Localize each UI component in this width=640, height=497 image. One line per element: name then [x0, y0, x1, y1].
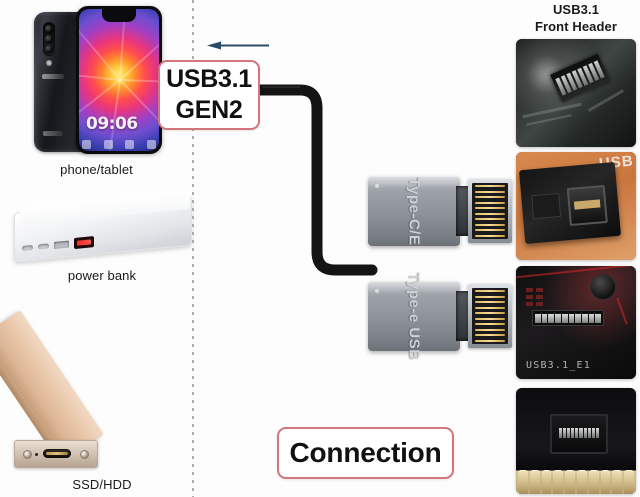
- camera-lens-icon: [45, 25, 53, 33]
- phone-front-view: 09:06: [76, 6, 162, 154]
- type-c-connector-image: Type-C/E: [368, 176, 518, 248]
- usb-c-port-icon: [22, 244, 33, 251]
- camera-lens-icon: [45, 45, 53, 53]
- power-bank-image: [14, 190, 194, 263]
- screw-icon: [80, 450, 89, 459]
- front-header-photo-2: USB: [516, 152, 636, 260]
- usb-c-port-icon: [38, 242, 49, 250]
- phone-tablet-image: 09:06: [14, 6, 179, 154]
- capacitor-icon: [590, 274, 616, 300]
- ssd-hdd-image: [0, 300, 194, 480]
- gold-pins: [472, 183, 508, 239]
- battery-led-display: [74, 235, 94, 249]
- motherboard-silkscreen-text: USB3.1_E1: [526, 360, 591, 371]
- status-led-icon: [35, 453, 38, 456]
- ssd-front-panel: [14, 440, 98, 468]
- chip-icon: [531, 192, 562, 220]
- internal-pin-row: [557, 426, 601, 440]
- usb-port-icon: [566, 184, 608, 227]
- phone-dock-icons: [76, 138, 162, 150]
- camera-lens-icon: [45, 35, 53, 43]
- dotted-vertical-divider: [192, 0, 194, 497]
- connector-brand-text-wrap: Type-e USB: [368, 272, 460, 360]
- usb-a-port-icon: [54, 240, 69, 249]
- type-e-connector-image: Type-e USB: [368, 272, 518, 360]
- right-title-line1: USB3.1: [552, 2, 600, 17]
- phone-tablet-label: phone/tablet: [60, 162, 133, 177]
- front-header-plug: [468, 284, 512, 348]
- right-title-line2: Front Header: [534, 19, 618, 34]
- gold-pin-row: [516, 470, 636, 494]
- usb-spec-line1: USB3.1: [166, 65, 252, 93]
- usb-spec-line2: GEN2: [175, 96, 243, 124]
- connection-caption-badge: Connection: [277, 427, 454, 479]
- power-bank-label: power bank: [67, 268, 137, 283]
- connection-label: Connection: [289, 437, 442, 468]
- phone-bottom-logo: [43, 131, 63, 136]
- usb-c-port-icon: [43, 449, 71, 458]
- front-header-plug: [468, 179, 512, 243]
- type-e-brand-text: Type-e USB: [405, 271, 423, 361]
- ssd-hdd-label: SSD/HDD: [72, 477, 132, 492]
- phone-notch: [102, 9, 136, 22]
- usb-spec-badge: USB3.1 GEN2: [158, 60, 260, 130]
- front-header-photo-4: [516, 388, 636, 494]
- left-arrow-icon: [207, 41, 269, 50]
- right-column-title: USB3.1 Front Header: [516, 1, 636, 35]
- front-header-photo-1: [516, 39, 636, 147]
- camera-flash-icon: [46, 60, 52, 66]
- connector-brand-text-wrap: Type-C/E: [368, 176, 460, 246]
- gold-pins: [472, 288, 508, 344]
- front-header-photo-3: USB3.1_E1: [516, 266, 636, 379]
- phone-brand-logo: [42, 74, 64, 79]
- io-connector-slot: [550, 414, 608, 454]
- phone-lockscreen-clock: 09:06: [86, 114, 138, 134]
- phone-screen: [79, 9, 159, 151]
- front-header-connector: [532, 310, 604, 326]
- connector-shell: [368, 281, 460, 351]
- pcb-board: [518, 161, 622, 245]
- connector-shell: [368, 176, 460, 246]
- screw-icon: [23, 450, 32, 459]
- type-c-brand-text: Type-C/E: [405, 177, 423, 245]
